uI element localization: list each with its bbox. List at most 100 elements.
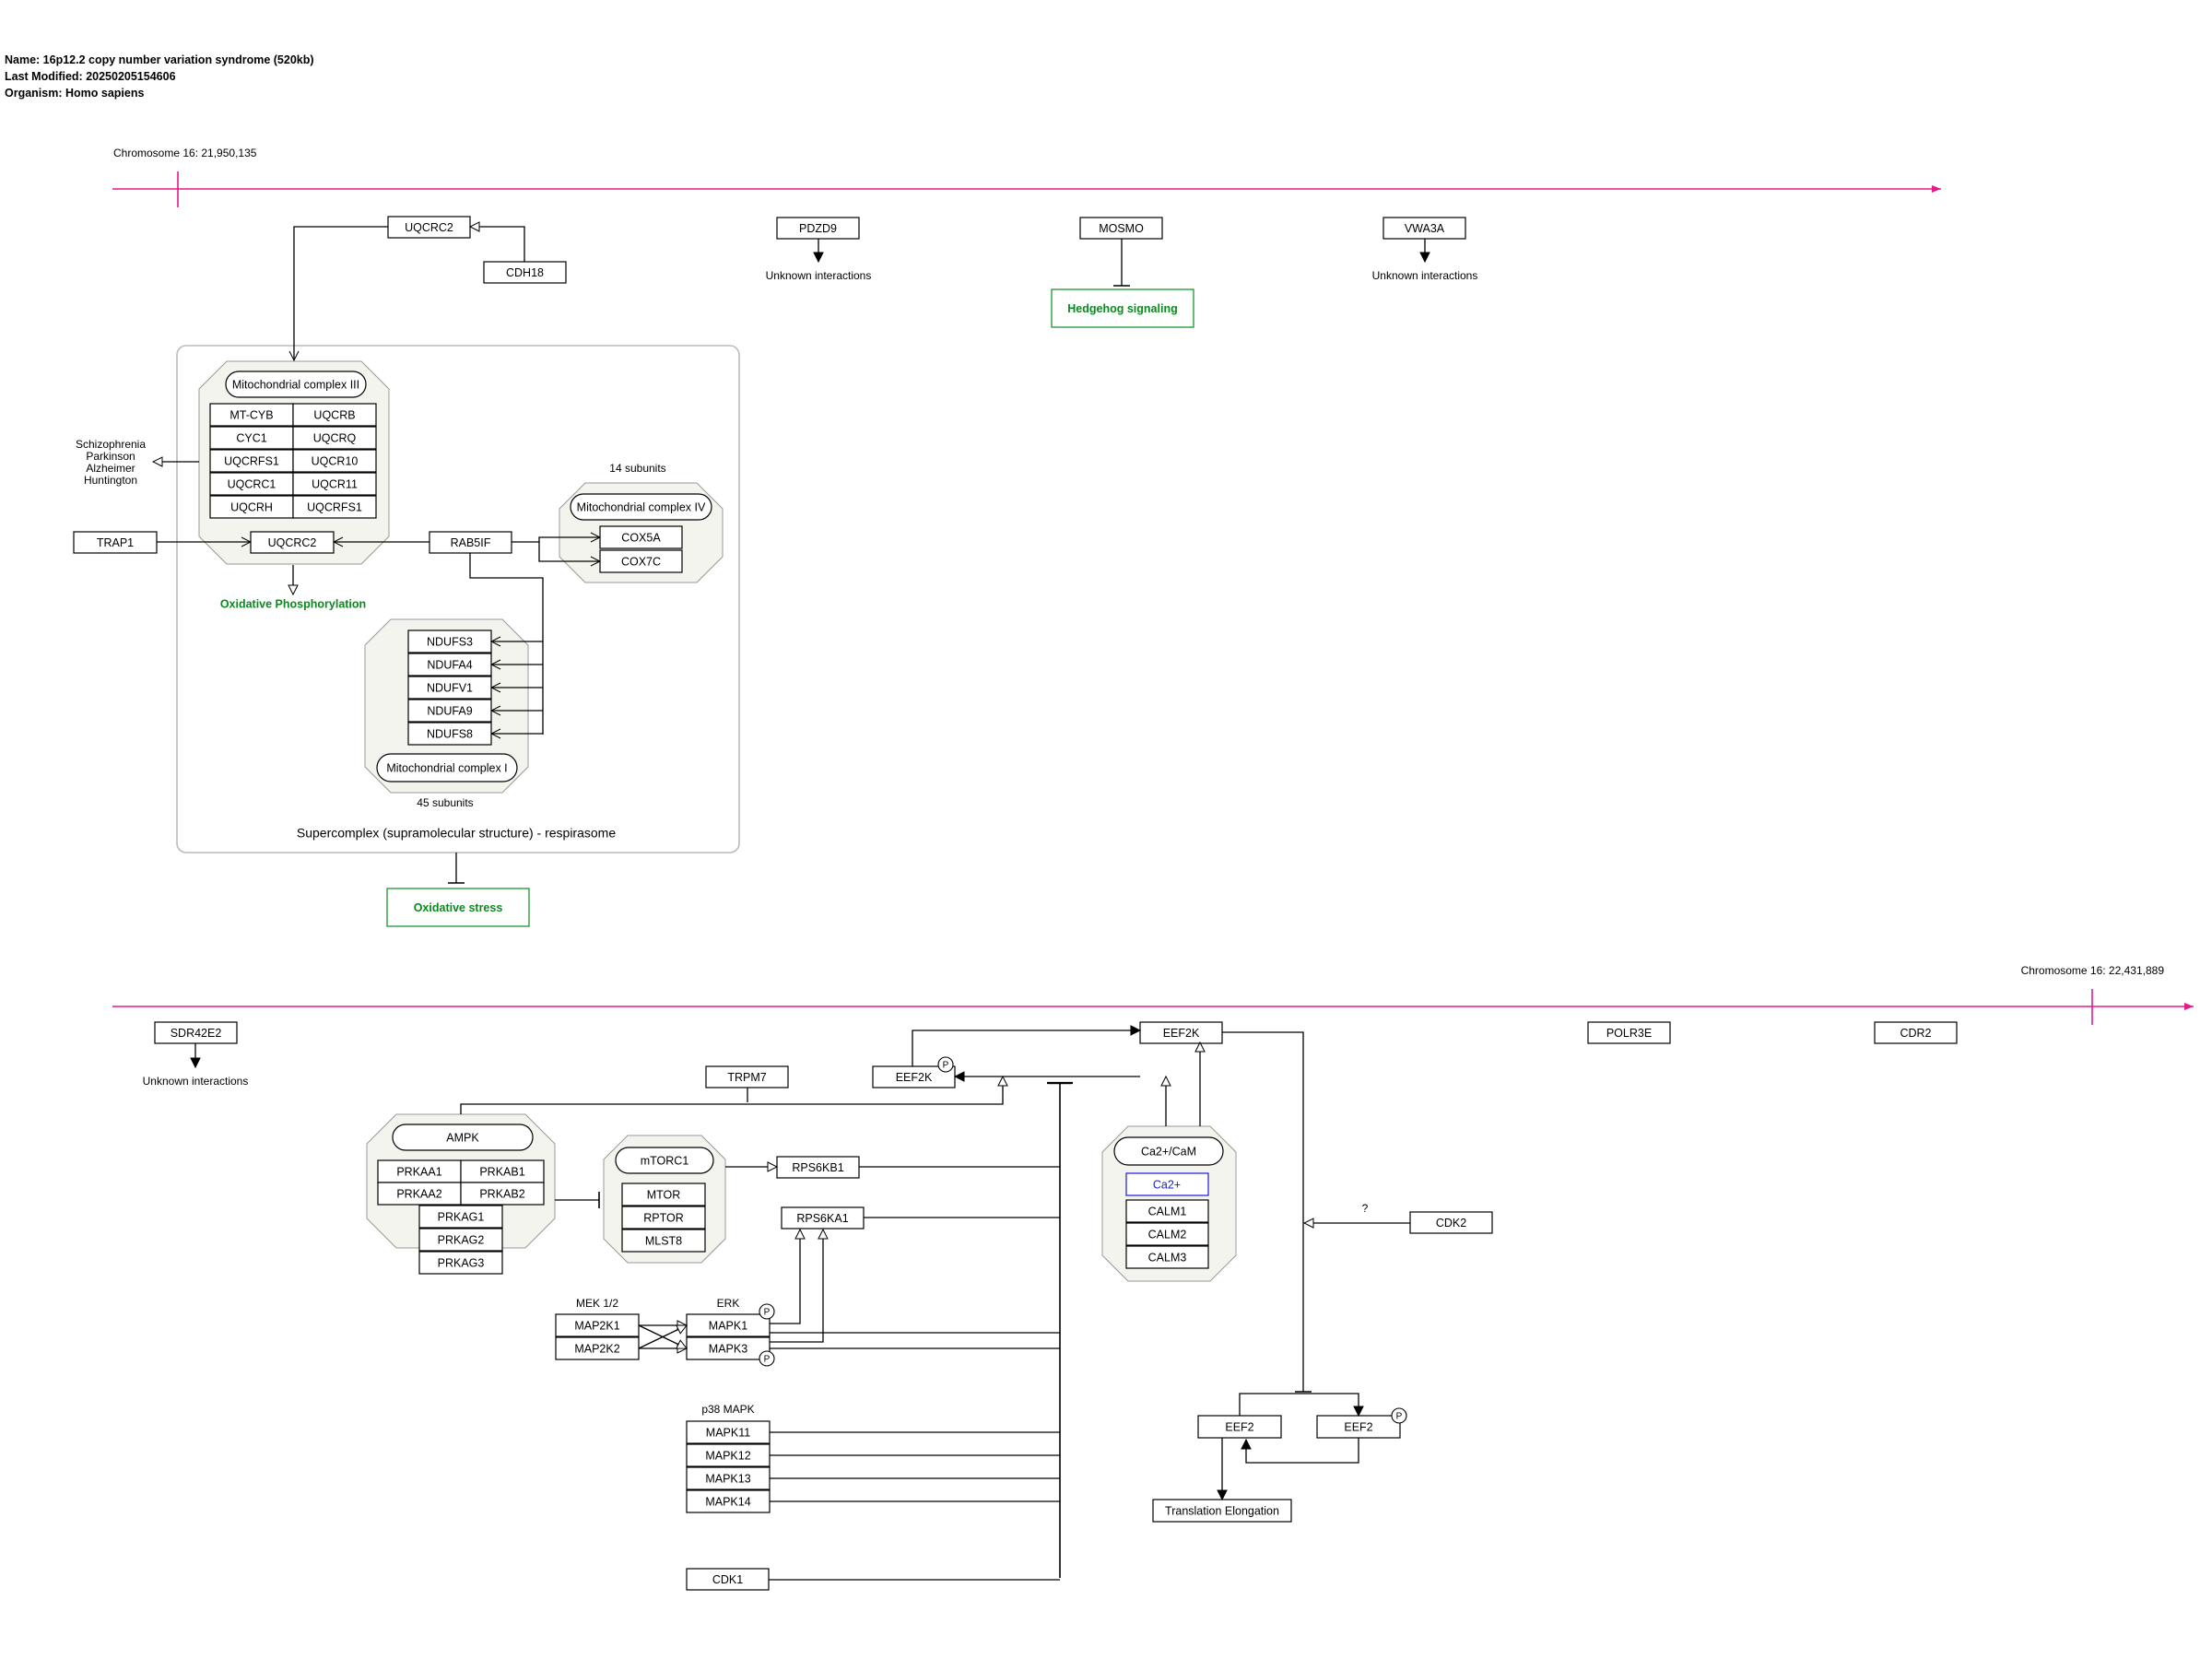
gene-node-ndufs8[interactable]: NDUFS8 [407,722,492,746]
pathway-node-hedgehog[interactable]: Hedgehog signaling [1051,288,1194,328]
gene-node-prkaa2[interactable]: PRKAA2 [377,1182,462,1206]
gene-box [1874,1021,1958,1044]
gene-node-mapk13[interactable]: MAPK13 [686,1466,771,1490]
gene-node-ndufv1[interactable]: NDUFV1 [407,676,492,700]
gene-node-prkab2[interactable]: PRKAB2 [460,1182,545,1206]
gene-node-mlst8[interactable]: MLST8 [621,1229,706,1253]
gene-node-cdh18[interactable]: CDH18 [483,261,567,284]
ampk-label[interactable]: AMPK [392,1124,534,1151]
gene-node-map2k2[interactable]: MAP2K2 [555,1336,640,1360]
gene-node-eef2k-top[interactable]: EEF2K [1139,1021,1223,1044]
gene-node-prkab1[interactable]: PRKAB1 [460,1159,545,1183]
complex-label: Mitochondrial complex I [386,761,507,774]
gene-box [686,1443,771,1467]
gene-label: MAPK13 [705,1472,750,1485]
gene-node-translation[interactable]: Translation Elongation [1152,1499,1292,1523]
gene-node-uqcrfs1[interactable]: UQCRFS1 [209,449,294,473]
gene-node-polr3e[interactable]: POLR3E [1587,1021,1671,1044]
gene-label: SDR42E2 [171,1027,222,1040]
metabolite-box [1125,1172,1209,1196]
gene-node-sdr42e2[interactable]: SDR42E2 [154,1021,238,1044]
gene-box [1125,1245,1209,1269]
gene-node-uqcr10[interactable]: UQCR10 [292,449,377,473]
gene-node-uqcrq[interactable]: UQCRQ [292,426,377,450]
gene-box [1125,1199,1209,1223]
gene-node-calm1[interactable]: CALM1 [1125,1199,1209,1223]
gene-node-ndufa9[interactable]: NDUFA9 [407,699,492,723]
gene-node-cdk1[interactable]: CDK1 [686,1568,770,1591]
gene-node-cyc1[interactable]: CYC1 [209,426,294,450]
gene-node-mosmo[interactable]: MOSMO [1079,217,1163,240]
gene-label: RPS6KB1 [792,1161,843,1174]
gene-label: COX7C [621,555,661,568]
organism: Organism: Homo sapiens [5,87,145,100]
gene-box [1316,1415,1401,1439]
gene-node-uqcrc2-top[interactable]: UQCRC2 [387,216,471,239]
gene-node-eef2b[interactable]: EEF2 [1316,1415,1401,1439]
complex-iii-label[interactable]: Mitochondrial complex III [225,371,367,398]
gene-node-cox5a[interactable]: COX5A [599,525,683,549]
pathway-node-oxstress[interactable]: Oxidative stress [386,888,530,927]
complex-iv-label[interactable]: Mitochondrial complex IV [570,493,712,521]
gene-node-mtor[interactable]: MTOR [621,1182,706,1206]
gene-label: UQCRH [230,500,273,513]
edge-eef2-phosphorylation [1239,1393,1359,1416]
gene-node-vwa3a[interactable]: VWA3A [1382,217,1466,240]
gene-node-prkag1[interactable]: PRKAG1 [418,1205,503,1229]
gene-box [686,1420,771,1444]
gene-node-uqcrfs1b[interactable]: UQCRFS1 [292,495,377,519]
gene-label: CYC1 [236,431,266,444]
gene-node-trpm7[interactable]: TRPM7 [705,1065,789,1088]
gene-box [407,722,492,746]
complex-label: mTORC1 [641,1154,689,1167]
gene-label: CALM2 [1148,1228,1187,1241]
cacam-label[interactable]: Ca2+/CaM [1113,1136,1224,1166]
gene-node-rab5if[interactable]: RAB5IF [429,531,512,554]
gene-node-mapk1[interactable]: MAPK1 [686,1313,771,1337]
gene-node-ndufa4[interactable]: NDUFA4 [407,653,492,677]
gene-node-uqcrh[interactable]: UQCRH [209,495,294,519]
gene-box [555,1336,640,1360]
gene-label: UQCRB [313,408,355,421]
gene-node-uqcrc2-mid[interactable]: UQCRC2 [250,531,335,554]
gene-node-ndufs3[interactable]: NDUFS3 [407,629,492,653]
gene-node-uqcrb[interactable]: UQCRB [292,403,377,427]
edge-eef2k-eef2k [912,1030,1140,1066]
gene-node-mapk11[interactable]: MAPK11 [686,1420,771,1444]
metabolite-node-ca2[interactable]: Ca2+ [1125,1172,1209,1196]
gene-node-eef2a[interactable]: EEF2 [1197,1415,1282,1439]
gene-node-rptor[interactable]: RPTOR [621,1206,706,1230]
gene-node-prkag2[interactable]: PRKAG2 [418,1228,503,1252]
gene-node-trap1[interactable]: TRAP1 [73,531,158,554]
gene-node-pdzd9[interactable]: PDZD9 [776,217,860,240]
gene-node-prkaa1[interactable]: PRKAA1 [377,1159,462,1183]
gene-node-calm3[interactable]: CALM3 [1125,1245,1209,1269]
gene-node-mapk14[interactable]: MAPK14 [686,1489,771,1513]
gene-node-uqcrc1[interactable]: UQCRC1 [209,472,294,496]
complex-label: Mitochondrial complex III [232,378,359,391]
gene-node-eef2k-mid[interactable]: EEF2K [872,1065,956,1088]
metabolite-label: Ca2+ [1153,1178,1181,1191]
gene-label: CDR2 [1900,1027,1931,1040]
complex-i-label[interactable]: Mitochondrial complex I [376,753,518,782]
gene-node-cdk2[interactable]: CDK2 [1409,1211,1493,1234]
gene-label: EEF2K [896,1071,933,1084]
gene-label: UQCRQ [313,431,357,444]
gene-node-rps6kb1[interactable]: RPS6KB1 [776,1156,860,1179]
gene-node-calm2[interactable]: CALM2 [1125,1222,1209,1246]
gene-label: UQCR11 [312,477,358,490]
gene-node-cdr2[interactable]: CDR2 [1874,1021,1958,1044]
unknown-interactions-label: Unknown interactions [143,1075,249,1088]
gene-node-mapk3[interactable]: MAPK3 [686,1336,771,1360]
gene-node-prkag3[interactable]: PRKAG3 [418,1251,503,1275]
gene-node-rps6ka1[interactable]: RPS6KA1 [781,1206,865,1230]
gene-node-mapk12[interactable]: MAPK12 [686,1443,771,1467]
complex-i-subunit-count: 45 subunits [417,796,473,809]
gene-node-mtcyb[interactable]: MT-CYB [209,403,294,427]
gene-node-uqcr11[interactable]: UQCR11 [292,472,377,496]
mtorc1-label[interactable]: mTORC1 [615,1147,714,1174]
chromosome-end-label: Chromosome 16: 22,431,889 [2021,964,2165,977]
gene-node-cox7c[interactable]: COX7C [599,549,683,573]
gene-node-map2k1[interactable]: MAP2K1 [555,1313,640,1337]
